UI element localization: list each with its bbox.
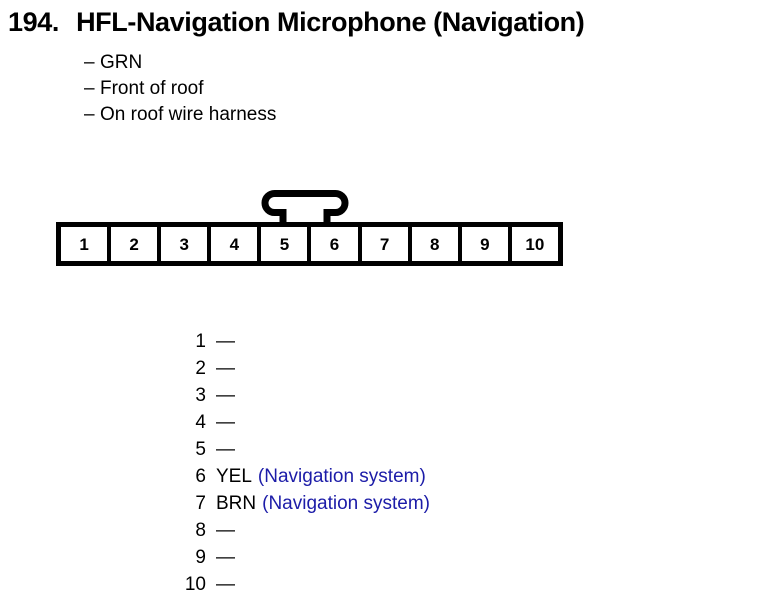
page-title-name: HFL-Navigation Microphone (Navigation) <box>76 7 585 37</box>
pin-assignment-list: 1 — 2 — 3 — 4 — 5 — 6 YEL (Navigation sy… <box>150 328 430 598</box>
connector-pin-3[interactable]: 3 <box>161 227 208 261</box>
page-title-number: 194. <box>8 7 59 37</box>
connector-pin-1[interactable]: 1 <box>61 227 108 261</box>
pin-row-number: 1 <box>195 331 206 352</box>
pin-row-wire-color: YEL <box>216 466 252 487</box>
connector-body: 1 2 3 4 5 6 7 8 9 10 <box>56 222 563 266</box>
pin-row-empty-marker: — <box>216 547 235 568</box>
pin-row-number: 10 <box>184 574 206 595</box>
pin-row: 9 — <box>150 544 430 571</box>
connector-diagram: 1 2 3 4 5 6 7 8 9 10 <box>56 190 568 270</box>
note-item: – On roof wire harness <box>84 102 276 128</box>
pin-row-empty-marker: — <box>216 439 235 460</box>
connector-pin-7[interactable]: 7 <box>361 227 408 261</box>
note-label: GRN <box>100 52 143 73</box>
connector-pin-10[interactable]: 10 <box>511 227 558 261</box>
pin-row: 4 — <box>150 409 430 436</box>
pin-row-empty-marker: — <box>216 412 235 433</box>
connector-pin-8[interactable]: 8 <box>411 227 458 261</box>
connector-pin-4[interactable]: 4 <box>211 227 258 261</box>
connector-latch-tab-icon <box>261 190 349 224</box>
pin-row: 2 — <box>150 355 430 382</box>
note-item: – GRN <box>84 50 276 76</box>
pin-row-number: 5 <box>195 439 206 460</box>
pin-row: 8 — <box>150 517 430 544</box>
note-dash-icon: – <box>84 52 95 73</box>
pin-row: 6 YEL (Navigation system) <box>150 463 430 490</box>
connector-pin-9[interactable]: 9 <box>461 227 508 261</box>
pin-row-number: 3 <box>195 385 206 406</box>
pin-row-number: 7 <box>195 493 206 514</box>
pin-row-wire-color: BRN <box>216 493 257 514</box>
note-label: On roof wire harness <box>100 104 277 125</box>
pin-row-description: (Navigation system) <box>257 466 426 487</box>
pin-row-number: 6 <box>195 466 206 487</box>
pin-row-empty-marker: — <box>216 520 235 541</box>
pin-row-empty-marker: — <box>216 331 235 352</box>
connector-pin-5[interactable]: 5 <box>261 227 308 261</box>
note-item: – Front of roof <box>84 76 276 102</box>
page-title: 194. HFL-Navigation Microphone (Navigati… <box>8 6 780 38</box>
note-dash-icon: – <box>84 104 95 125</box>
pin-row: 5 — <box>150 436 430 463</box>
pin-row: 7 BRN (Navigation system) <box>150 490 430 517</box>
pin-row-empty-marker: — <box>216 574 235 595</box>
title-block: 194. HFL-Navigation Microphone (Navigati… <box>8 6 780 38</box>
note-dash-icon: – <box>84 78 95 99</box>
pin-row-empty-marker: — <box>216 385 235 406</box>
connector-pin-6[interactable]: 6 <box>311 227 358 261</box>
pin-row: 3 — <box>150 382 430 409</box>
pin-row-number: 2 <box>195 358 206 379</box>
notes-list: – GRN – Front of roof – On roof wire har… <box>84 50 276 128</box>
pin-row-number: 9 <box>195 547 206 568</box>
note-label: Front of roof <box>100 78 204 99</box>
pin-row: 1 — <box>150 328 430 355</box>
pin-row-empty-marker: — <box>216 358 235 379</box>
pin-row-description: (Navigation system) <box>262 493 431 514</box>
pin-row-number: 8 <box>195 520 206 541</box>
pin-row: 10 — <box>150 571 430 598</box>
connector-pin-2[interactable]: 2 <box>111 227 158 261</box>
pin-row-number: 4 <box>195 412 206 433</box>
